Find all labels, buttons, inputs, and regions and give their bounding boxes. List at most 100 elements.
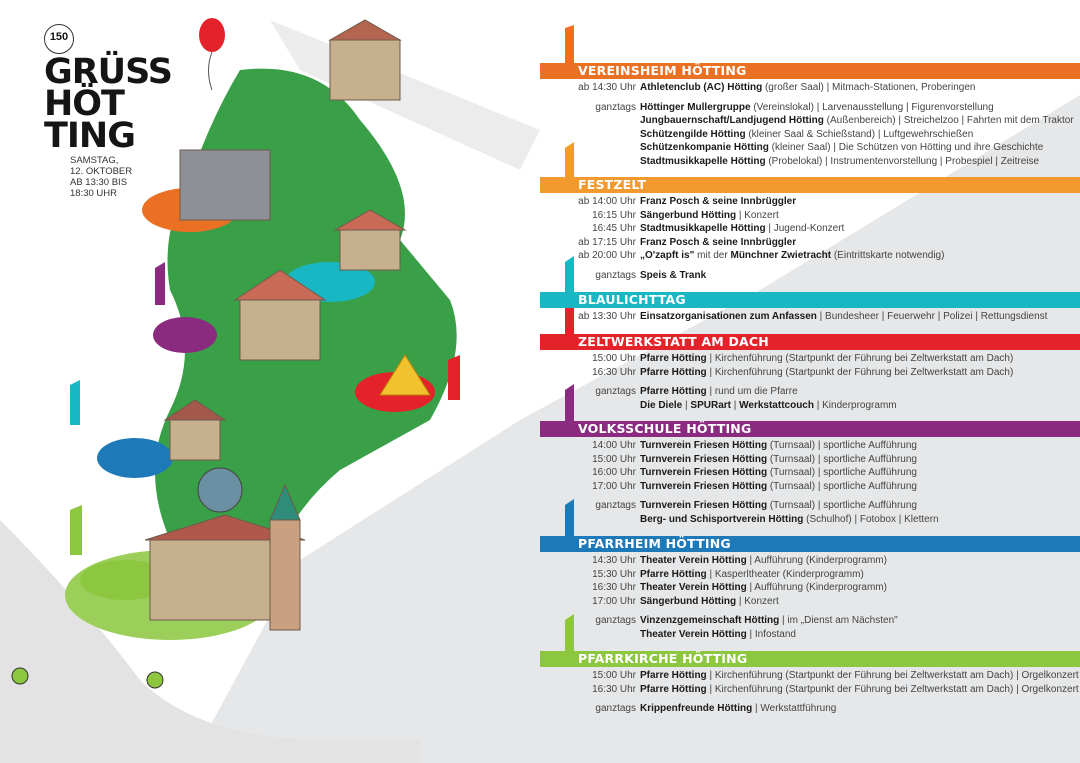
row-time: ab 14:00 Uhr [578,196,636,207]
logo-line: HÖT [44,84,125,124]
activity-text: | Kinderprogramm [813,399,897,411]
organizer-name: Sängerbund Hötting [640,209,737,221]
organizer-name: Speis & Trank [640,269,707,281]
activity-text: (Außenbereich) | Streichelzoo | Fahrten … [823,115,1074,127]
organizer-name: Theater Verein Hötting [640,582,747,594]
logo-line: GRÜSS [44,52,173,92]
organizer-name: Sängerbund Hötting [640,595,737,607]
activity-text: (Turnsaal) | sportliche Aufführung [767,480,917,492]
row-description: Franz Posch & seine Innbrüggler [640,195,796,209]
buildings [144,19,407,631]
bus-stop-icons [11,667,164,689]
organizer-name: Vinzenzgemeinschaft Hötting [640,615,780,627]
schedule-row: Schützenkompanie Hötting (kleiner Saal) … [540,141,1080,155]
organizer-name: SPURart [690,399,731,411]
row-description: Theater Verein Hötting | Infostand [640,628,796,642]
activity-text: (Eintrittskarte notwendig) [831,250,945,262]
activity-text: | rund um die Pfarre [706,386,798,398]
row-time: 16:45 Uhr [592,223,636,235]
row-description: Turnverein Friesen Hötting (Turnsaal) | … [640,439,917,453]
festival-tent [379,354,431,396]
activity-text: | Werkstattführung [752,703,837,715]
organizer-name: Pfarre Hötting [640,683,707,695]
row-description: Sängerbund Hötting | Konzert [640,209,779,223]
logo-title: GRÜSS HÖT TING [44,52,173,154]
area-green [80,560,170,600]
row-description: Pfarre Hötting | Kirchenführung (Startpu… [640,683,1079,697]
activity-text: | Konzert [736,209,779,221]
row-description: Turnverein Friesen Hötting (Turnsaal) | … [640,453,917,467]
activity-text: (Vereinslokal) | Larvenausstellung | Fig… [750,101,994,113]
organizer-name: Theater Verein Hötting [640,555,747,566]
section-header: FESTZELT [540,177,1080,193]
row-description: Pfarre Hötting | Kirchenführung (Startpu… [640,669,1079,683]
row-description: Jungbauernschaft/Landjugend Hötting (Auß… [640,114,1074,128]
row-description: Die Diele | SPURart | Werkstattcouch | K… [640,399,897,413]
row-time: ganztags [595,101,636,113]
activity-text: (Schulhof) | Fotobox | Klettern [803,513,939,525]
flags [70,25,574,654]
row-description: Theater Verein Hötting | Aufführung (Kin… [640,581,887,595]
date-line: 18:30 UHR [70,188,117,199]
schedule-row: Stadtmusikkapelle Hötting (Probelokal) |… [540,155,1080,169]
section-header: ZELTWERKSTATT AM DACH [540,334,1080,350]
row-description: Stadtmusikkapelle Hötting | Jugend-Konze… [640,222,844,236]
row-description: Höttinger Mullergruppe (Vereinslokal) | … [640,101,994,115]
activity-text: (Turnsaal) | sportliche Aufführung [767,500,917,512]
row-time: 14:00 Uhr [592,440,636,451]
row-description: Turnverein Friesen Hötting (Turnsaal) | … [640,480,917,494]
organizer-name: Krippenfreunde Hötting [640,703,753,715]
row-description: Speis & Trank [640,269,706,283]
row-description: Pfarre Hötting | Kirchenführung (Startpu… [640,352,1013,366]
schedule-row: ab 14:00 Uhr Franz Posch & seine Innbrügg… [540,195,1080,209]
organizer-name: Stadtmusikkapelle Hötting [640,223,766,235]
row-time: 15:00 Uhr [592,353,636,364]
organizer-name: Franz Posch & seine Innbrüggler [640,196,797,207]
organizer-name: Einsatzorganisationen zum Anfassen [640,311,817,322]
schedule-row: ganztags Pfarre Hötting | rund um die Pfa… [540,385,1080,399]
row-time: ab 20:00 Uhr [578,250,636,262]
section-header: PFARRHEIM HÖTTING [540,536,1080,552]
row-time: 16:30 Uhr [592,582,636,594]
anniversary-badge: 150 [44,24,74,54]
activity-text: (kleiner Saal & Schießstand) | Luftgeweh… [745,128,974,140]
row-time: 17:00 Uhr [592,595,636,607]
activity-text: | Konzert [736,595,779,607]
row-time: ganztags [595,386,636,398]
road [0,520,420,763]
activity-text: (Turnsaal) | sportliche Aufführung [767,467,917,479]
schedule-row: Berg- und Schisportverein Hötting (Schul… [540,513,1080,527]
section-header: VOLKSSCHULE HÖTTING [540,421,1080,437]
row-time: ab 14:30 Uhr [578,82,636,93]
activity-text: (kleiner Saal) | Die Schützen von Höttin… [768,142,1044,154]
organizer-name: Franz Posch & seine Innbrüggler [640,236,797,248]
activity-text: | Kirchenführung (Startpunkt der Führung… [706,353,1014,364]
row-description: Franz Posch & seine Innbrüggler [640,236,796,250]
row-description: Theater Verein Hötting | Aufführung (Kin… [640,554,887,568]
organizer-name: Pfarre Hötting [640,386,707,398]
organizer-name: Münchner Zwietracht [730,250,832,262]
row-time: ganztags [595,269,636,281]
schedule-row: 14:00 Uhr Turnverein Friesen Hötting (Tur… [540,439,1080,453]
row-description: Vinzenzgemeinschaft Hötting | im „Dienst… [640,614,898,628]
activity-text: | Bundesheer | Feuerwehr | Polizei | Ret… [816,311,1048,322]
date-line: 12. OKTOBER [70,166,133,177]
row-description: Krippenfreunde Hötting | Werkstattführun… [640,702,836,716]
organizer-name: Athletenclub (AC) Hötting [640,82,763,93]
activity-text: | Kirchenführung (Startpunkt der Führung… [706,670,1079,681]
organizer-name: Werkstattcouch [739,399,814,411]
